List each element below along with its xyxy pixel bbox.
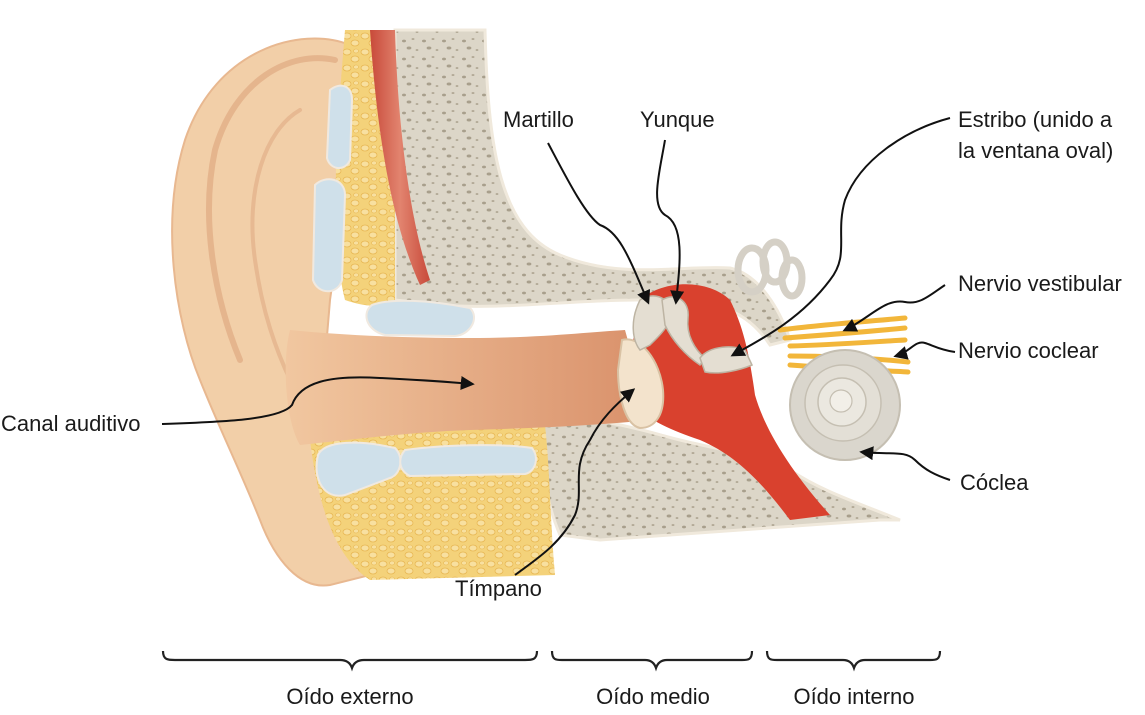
label-coclea: Cóclea <box>960 470 1029 495</box>
label-estribo-line1: Estribo (unido a <box>958 107 1113 132</box>
label-nervio-coclear: Nervio coclear <box>958 338 1099 363</box>
cartilage-upper-2 <box>311 178 347 293</box>
cochlea-shape <box>789 349 901 461</box>
estribo-leader <box>730 117 951 357</box>
label-martillo: Martillo <box>503 107 574 132</box>
brace-oido-interno <box>765 650 942 672</box>
label-estribo-line2: la ventana oval) <box>958 138 1114 163</box>
muscle-band <box>370 30 430 285</box>
yunque-leader <box>656 139 685 305</box>
coclea-leader <box>859 446 951 481</box>
antihelix <box>250 108 302 392</box>
label-nervio-vestibular: Nervio vestibular <box>958 271 1122 296</box>
cartilage-upper-1 <box>325 84 354 169</box>
label-timpano: Tímpano <box>455 576 542 601</box>
label-oido-externo: Oído externo <box>286 684 414 709</box>
label-yunque: Yunque <box>640 107 715 132</box>
nervio-coclear-leader <box>893 341 956 360</box>
temporal-bone-upper <box>393 28 792 347</box>
label-oido-interno: Oído interno <box>793 684 915 709</box>
cartilage-canal-lower-2 <box>399 444 537 478</box>
semicircular-canals <box>734 238 806 300</box>
martillo-leader <box>547 142 651 305</box>
timpano-leader <box>514 388 636 576</box>
nervio-vestibular-leader <box>842 284 946 332</box>
cartilage-canal-upper <box>365 299 475 338</box>
canal-auditivo-leader <box>161 376 475 425</box>
label-oido-medio: Oído medio <box>596 684 710 709</box>
helix-fold <box>206 55 338 363</box>
label-canal-auditivo: Canal auditivo <box>1 411 141 436</box>
brace-oido-externo <box>161 650 539 672</box>
brace-oido-medio <box>550 650 754 672</box>
malleus <box>632 295 671 351</box>
